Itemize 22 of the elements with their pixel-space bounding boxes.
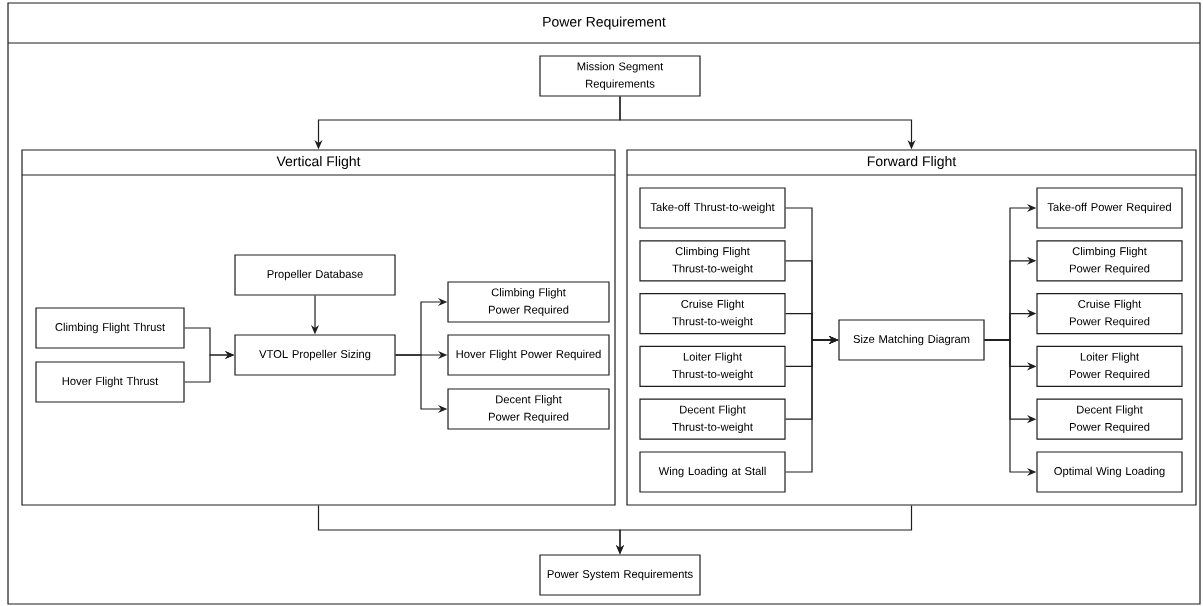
process-box: Mission Segment Requirements	[539, 55, 701, 97]
process-box: Decent Flight Thrust-to-weight	[639, 398, 786, 440]
process-box: Climbing Flight Power Required	[447, 281, 610, 323]
process-box: Climbing Flight Thrust-to-weight	[639, 240, 786, 282]
process-box: VTOL Propeller Sizing	[234, 334, 396, 376]
process-box: Wing Loading at Stall	[639, 451, 786, 493]
process-box: Hover Flight Thrust	[35, 361, 185, 403]
process-box: Hover Flight Power Required	[447, 334, 610, 376]
process-box: Loiter Flight Thrust-to-weight	[639, 345, 786, 387]
process-box: Decent Flight Power Required	[1036, 398, 1183, 440]
process-box: Size Matching Diagram	[838, 319, 985, 361]
process-box: Cruise Flight Thrust-to-weight	[639, 293, 786, 335]
process-box: Loiter Flight Power Required	[1036, 345, 1183, 387]
process-box: Propeller Database	[234, 254, 396, 296]
process-box: Cruise Flight Power Required	[1036, 293, 1183, 335]
process-box: Take-off Power Required	[1036, 187, 1183, 229]
process-box: Climbing Flight Power Required	[1036, 240, 1183, 282]
process-box: Power System Requirements	[539, 554, 701, 596]
process-box: Climbing Flight Thrust	[35, 307, 185, 349]
process-box: Decent Flight Power Required	[447, 388, 610, 430]
process-box: Optimal Wing Loading	[1036, 451, 1183, 493]
process-box: Take-off Thrust-to-weight	[639, 187, 786, 229]
